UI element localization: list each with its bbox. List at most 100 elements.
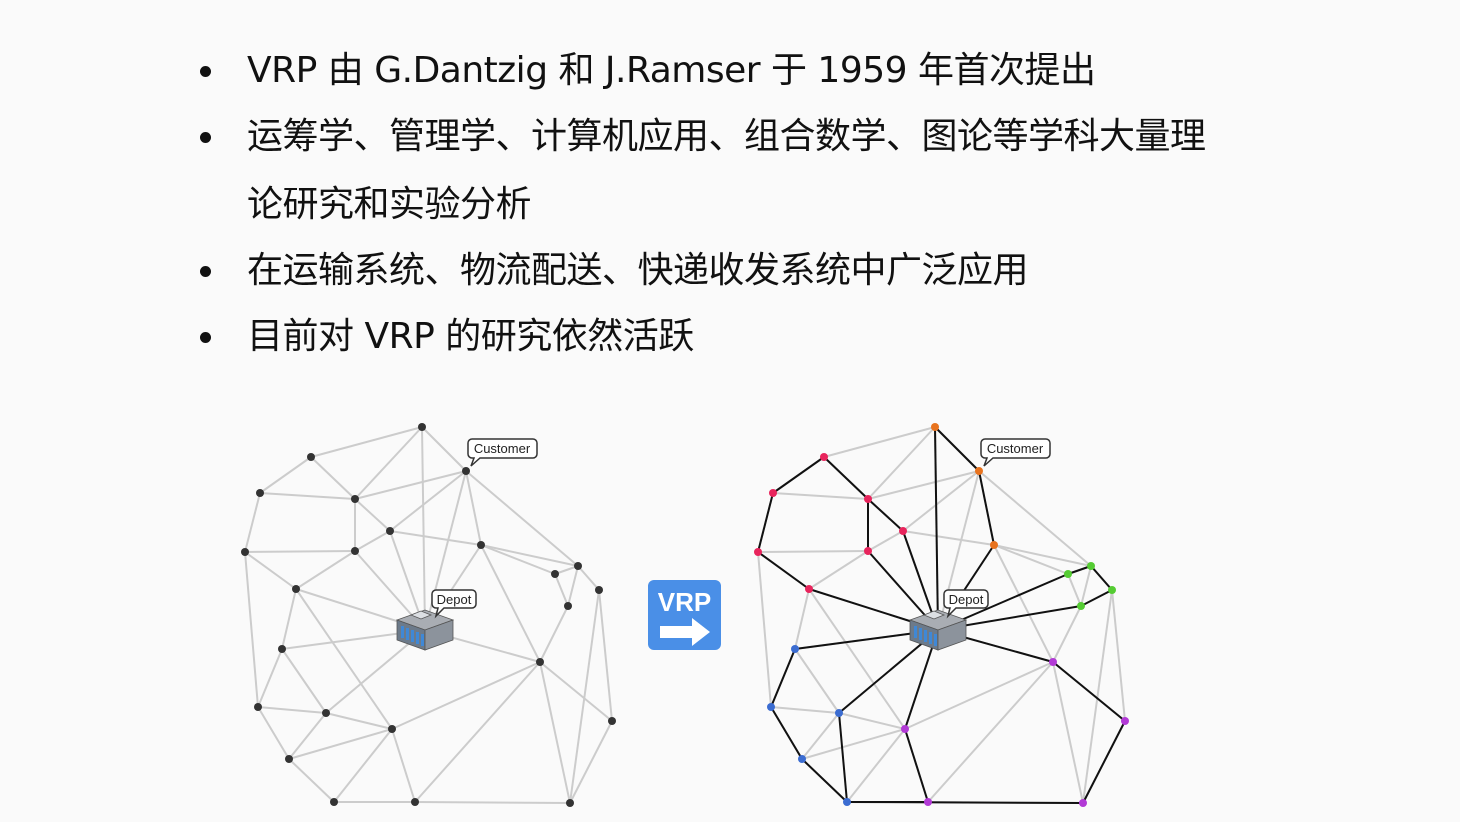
- graph-edge: [354, 530, 391, 552]
- graph-edge: [794, 648, 840, 714]
- route-edge: [934, 426, 980, 472]
- graph-edge: [288, 728, 393, 760]
- graph-edge: [867, 530, 904, 552]
- customer-node: [835, 709, 843, 717]
- graph-edge: [757, 550, 869, 553]
- left-graph: [241, 423, 616, 807]
- customer-node: [1079, 799, 1087, 807]
- graph-edge: [846, 728, 906, 803]
- graph-edge: [904, 661, 1054, 730]
- route-edge: [1067, 565, 1092, 575]
- route-edge: [1080, 589, 1113, 607]
- graph-edge: [480, 544, 556, 575]
- route-edge: [823, 456, 869, 500]
- graph-edge: [257, 706, 327, 714]
- graph-edge: [1080, 565, 1092, 607]
- route-edge: [1052, 661, 1126, 722]
- right-graph: [754, 423, 1129, 807]
- graph-edge: [414, 801, 571, 804]
- graph-edge: [244, 492, 261, 553]
- route-edge: [757, 551, 810, 590]
- customer-node: [608, 717, 616, 725]
- graph-edge: [354, 470, 467, 500]
- customer-node: [1087, 562, 1095, 570]
- customer-node: [418, 423, 426, 431]
- graph-edge: [598, 589, 613, 722]
- graph-edge: [333, 728, 393, 803]
- customer-node: [864, 495, 872, 503]
- customer-node: [566, 799, 574, 807]
- graph-edge: [244, 551, 297, 590]
- graph-edge: [244, 550, 356, 553]
- graph-edge: [539, 661, 613, 722]
- graph-edge: [259, 456, 312, 494]
- customer-node: [901, 725, 909, 733]
- route-edge: [1090, 565, 1113, 591]
- graph-edge: [554, 573, 569, 607]
- customer-node: [388, 725, 396, 733]
- vrp-arrow-button: VRP: [648, 580, 721, 650]
- route-edge: [770, 706, 803, 760]
- graph-edge: [1067, 573, 1082, 607]
- customer-node: [1121, 717, 1129, 725]
- customer-node: [256, 489, 264, 497]
- graph-edge: [838, 712, 906, 730]
- graph-edge: [1052, 605, 1082, 663]
- graph-edge: [577, 565, 600, 591]
- graph-edge: [993, 544, 1092, 567]
- graph-edge: [978, 470, 1092, 567]
- graph-edge: [1111, 589, 1126, 722]
- graph-edge: [993, 544, 1054, 663]
- route-edge: [867, 498, 904, 532]
- graph-edge: [867, 426, 936, 500]
- customer-label: Customer: [987, 441, 1044, 456]
- customer-node: [1108, 586, 1116, 594]
- bullet-text: 运筹学、管理学、计算机应用、组合数学、图论等学科大量理: [247, 116, 1206, 157]
- graph-edge: [244, 551, 259, 708]
- graph-edge: [808, 550, 869, 590]
- customer-node: [322, 709, 330, 717]
- depot-building-icon: [908, 609, 968, 651]
- customer-node: [574, 562, 582, 570]
- customer-node: [820, 453, 828, 461]
- route-edge: [838, 712, 848, 803]
- customer-node: [307, 453, 315, 461]
- graph-edge: [421, 426, 426, 631]
- customer-node: [351, 547, 359, 555]
- graph-edge: [414, 661, 541, 803]
- customer-node: [791, 645, 799, 653]
- graph-edge: [257, 648, 283, 708]
- customer-node: [564, 602, 572, 610]
- customer-node: [754, 548, 762, 556]
- graph-edge: [354, 498, 391, 532]
- graph-edge: [757, 551, 772, 708]
- graph-edge: [567, 565, 579, 607]
- customer-node: [990, 541, 998, 549]
- graph-edge: [325, 712, 393, 730]
- graph-edge: [310, 426, 423, 458]
- route-edge: [1082, 720, 1126, 804]
- graph-edge: [801, 728, 906, 760]
- customer-node: [386, 527, 394, 535]
- customer-node: [292, 585, 300, 593]
- graph-edge: [281, 588, 297, 650]
- customer-node: [924, 798, 932, 806]
- customer-node: [975, 467, 983, 475]
- graph-edge: [257, 706, 290, 760]
- graph-edge: [823, 426, 936, 458]
- graph-edge: [902, 530, 995, 546]
- customer-node: [551, 570, 559, 578]
- graph-edge: [465, 470, 579, 567]
- customer-node: [536, 658, 544, 666]
- graph-edge: [288, 712, 327, 760]
- customer-node: [254, 703, 262, 711]
- bullet-dot-icon: [200, 266, 211, 277]
- graph-edge: [539, 605, 569, 663]
- customer-node: [1077, 602, 1085, 610]
- graph-edge: [867, 470, 980, 500]
- graph-edge: [569, 720, 613, 804]
- graph-edge: [391, 661, 541, 730]
- graph-edge: [288, 758, 335, 803]
- route-edge: [772, 456, 825, 494]
- depot-label: Depot: [437, 592, 472, 607]
